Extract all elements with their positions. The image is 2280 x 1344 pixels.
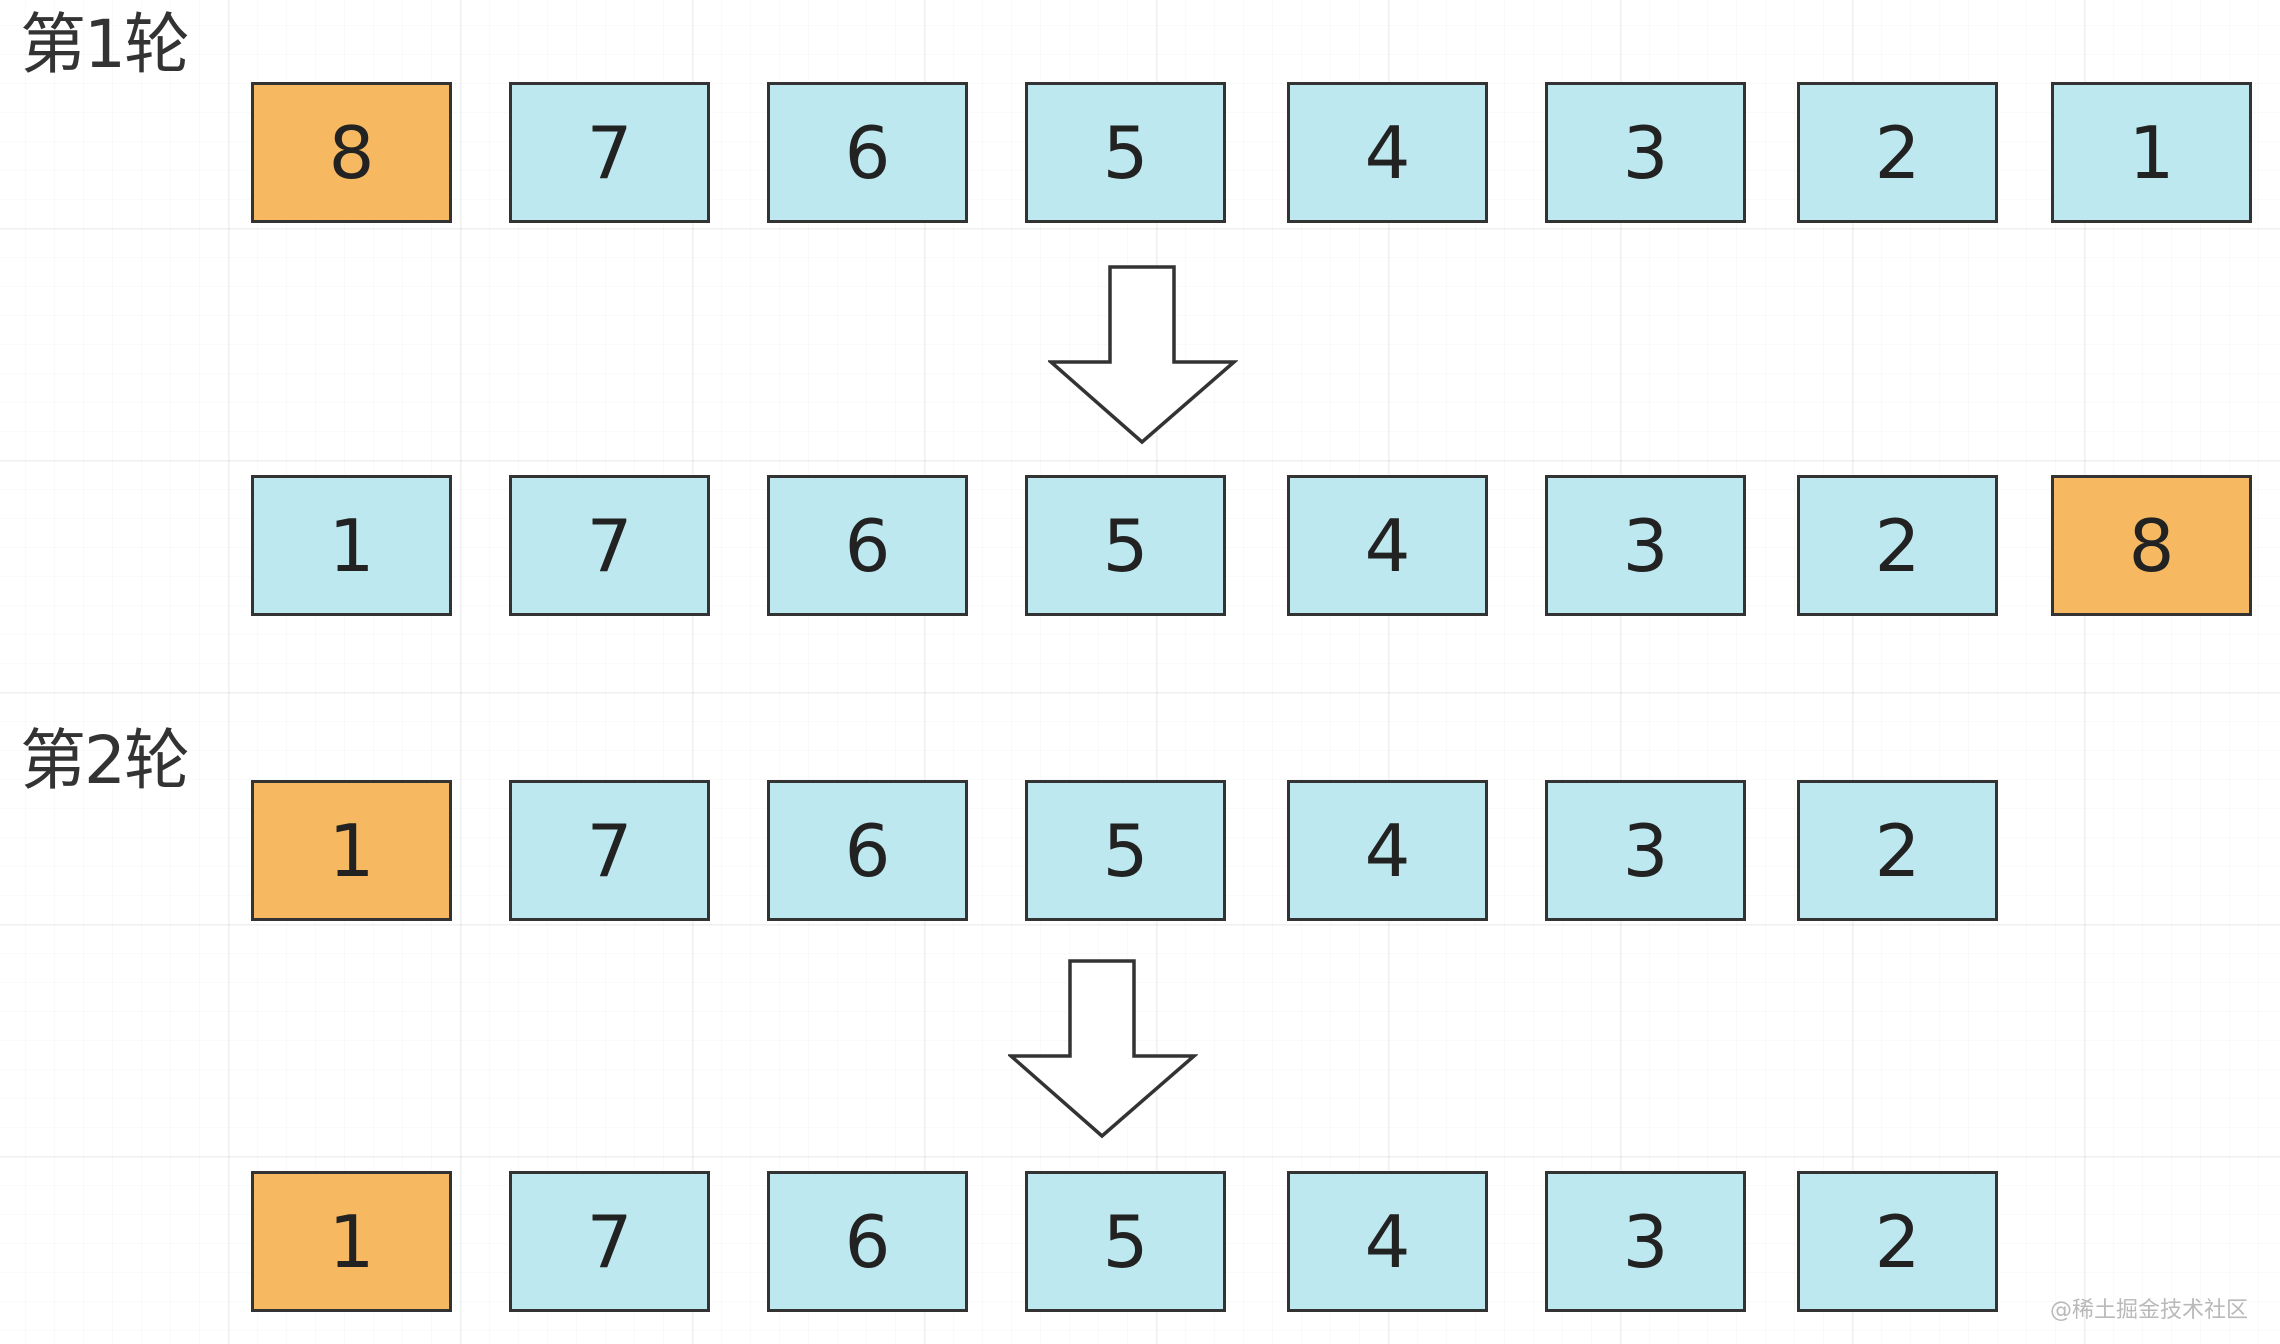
array-cell: 4	[1287, 475, 1488, 616]
array-cell: 4	[1287, 82, 1488, 223]
array-cell: 7	[509, 82, 710, 223]
array-cell: 4	[1287, 1171, 1488, 1312]
array-cell: 6	[767, 82, 968, 223]
array-cell: 6	[767, 1171, 968, 1312]
array-cell: 6	[767, 780, 968, 921]
down-arrow-icon	[1008, 959, 1198, 1139]
array-cell: 1	[2051, 82, 2252, 223]
array-cell: 2	[1797, 1171, 1998, 1312]
array-cell: 7	[509, 1171, 710, 1312]
array-cell: 4	[1287, 780, 1488, 921]
watermark: @稀土掘金技术社区	[2049, 1298, 2248, 1323]
array-cell: 1	[251, 780, 452, 921]
array-cell: 3	[1545, 475, 1746, 616]
array-cell: 3	[1545, 82, 1746, 223]
array-cell: 3	[1545, 1171, 1746, 1312]
array-cell: 5	[1025, 475, 1226, 616]
array-cell: 5	[1025, 82, 1226, 223]
array-cell: 8	[2051, 475, 2252, 616]
round-1-label: 第1轮	[20, 6, 190, 83]
array-cell: 2	[1797, 475, 1998, 616]
down-arrow-icon	[1048, 265, 1238, 445]
array-cell: 1	[251, 1171, 452, 1312]
array-cell: 2	[1797, 82, 1998, 223]
array-cell: 5	[1025, 780, 1226, 921]
array-cell: 1	[251, 475, 452, 616]
round-2-label: 第2轮	[20, 722, 190, 799]
array-cell: 5	[1025, 1171, 1226, 1312]
array-cell: 8	[251, 82, 452, 223]
array-cell: 3	[1545, 780, 1746, 921]
array-cell: 7	[509, 780, 710, 921]
array-cell: 2	[1797, 780, 1998, 921]
array-cell: 6	[767, 475, 968, 616]
array-cell: 7	[509, 475, 710, 616]
